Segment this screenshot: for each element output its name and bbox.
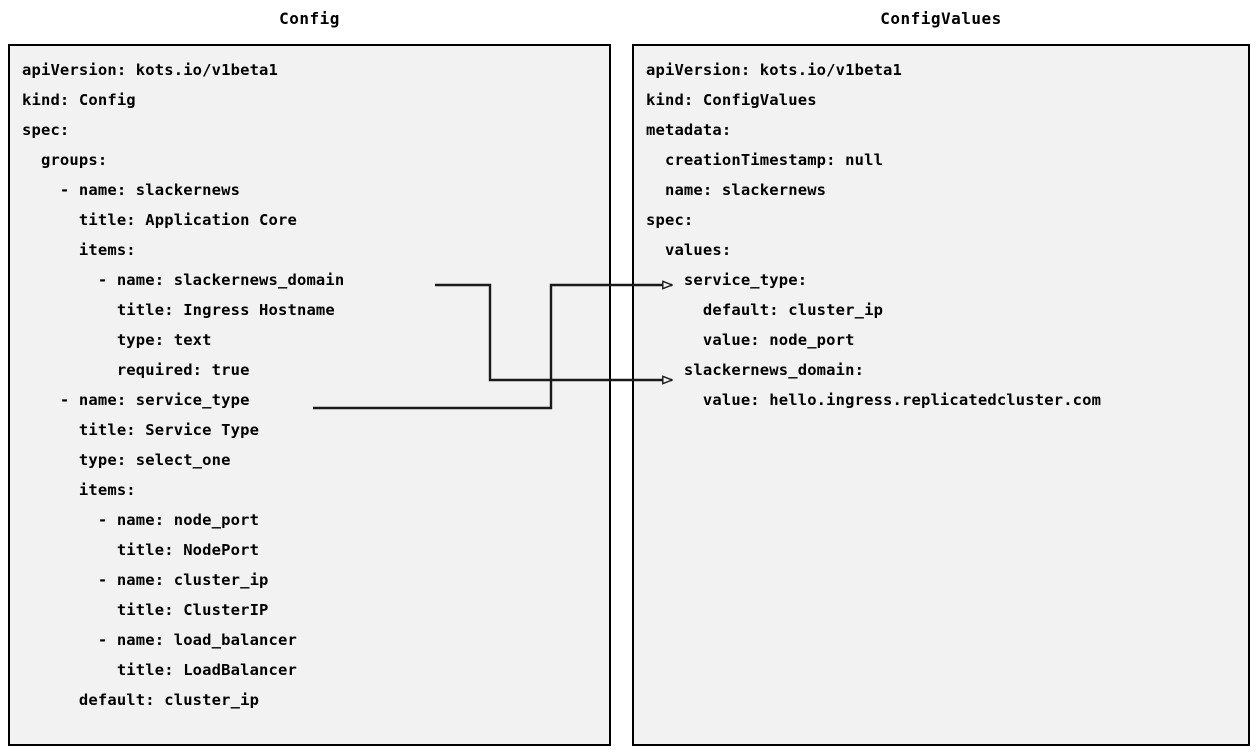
configvalues-yaml-code: apiVersion: kots.io/v1beta1 kind: Config… [646,61,1102,409]
config-panel: apiVersion: kots.io/v1beta1 kind: Config… [8,44,611,746]
configvalues-panel-title: ConfigValues [880,9,1002,28]
config-yaml-code: apiVersion: kots.io/v1beta1 kind: Config… [22,61,345,709]
configvalues-panel: apiVersion: kots.io/v1beta1 kind: Config… [632,44,1250,746]
config-panel-title: Config [279,9,340,28]
